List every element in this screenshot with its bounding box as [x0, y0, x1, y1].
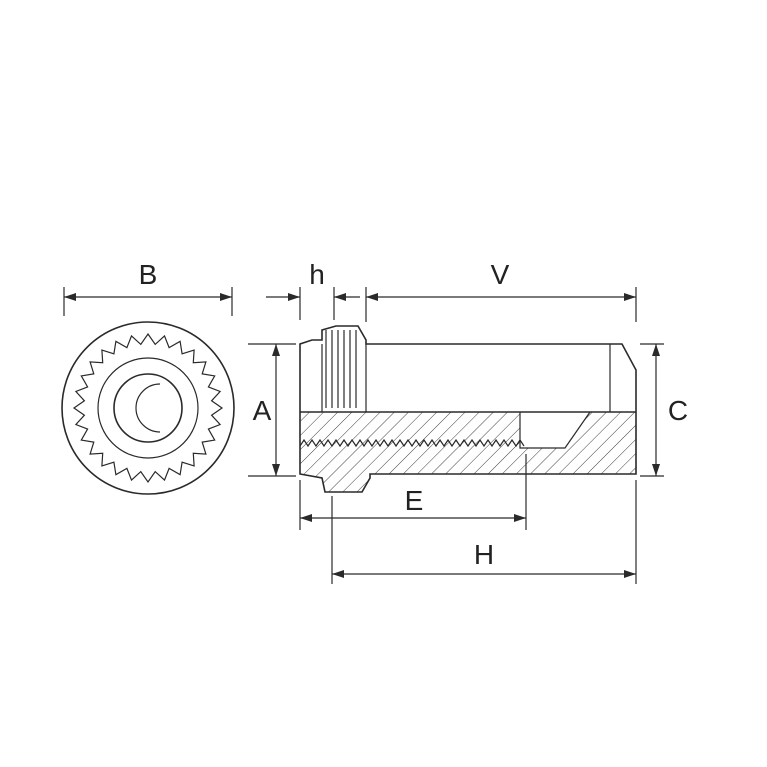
- bore-outline: [519, 411, 591, 449]
- thread-teeth: [299, 438, 525, 448]
- dim-label-V: V: [491, 259, 510, 290]
- knurl-outline: [72, 332, 224, 484]
- dim-label-C: C: [668, 395, 688, 426]
- dim-label-H: H: [474, 539, 494, 570]
- dim-label-h: h: [309, 259, 325, 290]
- section-hatch: [300, 412, 636, 492]
- side-knurl: [325, 330, 357, 408]
- thread-arc: [135, 383, 161, 433]
- section-outline: [299, 412, 637, 493]
- end-view: [61, 321, 235, 495]
- side-view: [299, 325, 637, 493]
- inner-circle: [97, 357, 199, 459]
- dimension-lines: B h V A C E: [63, 259, 688, 584]
- outer-flange-circle: [61, 321, 235, 495]
- dim-label-A: A: [253, 395, 272, 426]
- dim-label-B: B: [139, 259, 158, 290]
- upper-outline: [299, 325, 637, 412]
- dim-label-E: E: [405, 485, 424, 516]
- bore-circle: [113, 373, 183, 443]
